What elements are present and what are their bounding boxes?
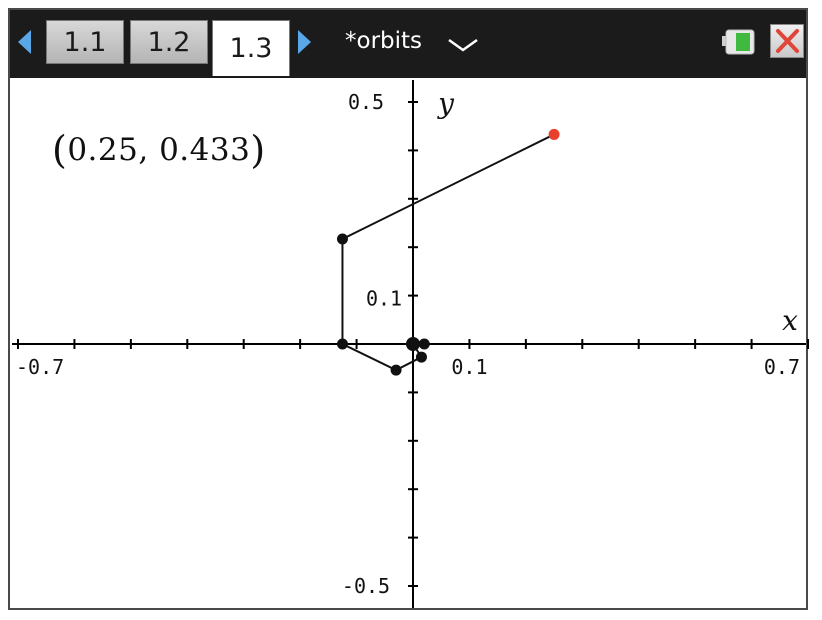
close-icon <box>776 29 799 53</box>
tab-1-1[interactable]: 1.1 <box>46 20 124 64</box>
y-tick-label: 0.5 <box>348 90 384 114</box>
orbit-line <box>341 133 555 372</box>
tab-1-2[interactable]: 1.2 <box>130 20 208 64</box>
x-tick-label: 0.7 <box>764 355 800 379</box>
x-tick-label: -0.7 <box>16 355 64 379</box>
calculator-screen <box>8 8 808 610</box>
orbit-point[interactable] <box>336 338 348 350</box>
y-tick-label: -0.5 <box>342 574 390 598</box>
close-button[interactable] <box>770 24 804 58</box>
tab-label: 1.2 <box>147 26 191 58</box>
tab-1-3[interactable]: 1.3 <box>212 20 290 76</box>
triangle-right-icon[interactable] <box>298 30 311 54</box>
chevron-down-icon[interactable] <box>447 36 479 54</box>
orbit-point[interactable] <box>390 364 402 376</box>
axis-ticks <box>17 101 809 587</box>
coordinate-label[interactable]: (0.25, 0.433) <box>52 128 266 172</box>
orbit-point[interactable] <box>336 233 348 245</box>
tab-label: 1.1 <box>63 26 107 58</box>
document-title[interactable]: *orbits <box>345 28 423 54</box>
coord-x: 0.25 <box>67 132 139 168</box>
x-tick-label: 0.1 <box>451 355 487 379</box>
x-axis-label: x <box>782 304 798 337</box>
orbit-point[interactable] <box>406 337 420 351</box>
coord-comma: , <box>138 132 160 168</box>
highlight-point[interactable] <box>548 128 560 140</box>
y-tick-label: 0.1 <box>366 287 402 311</box>
open-paren: ( <box>52 128 68 172</box>
orbit-series <box>336 128 560 376</box>
tab-label: 1.3 <box>229 33 273 64</box>
orbit-point[interactable] <box>418 338 430 350</box>
coord-y: 0.433 <box>159 132 251 168</box>
axis-labels: -0.7 0.1 0.7 0.5 0.1 -0.5 x y <box>16 87 800 598</box>
close-paren: ) <box>250 128 266 172</box>
battery-icon <box>722 29 755 55</box>
orbit-point[interactable] <box>415 351 427 363</box>
y-axis-label: y <box>436 87 455 120</box>
triangle-left-icon[interactable] <box>18 30 31 54</box>
